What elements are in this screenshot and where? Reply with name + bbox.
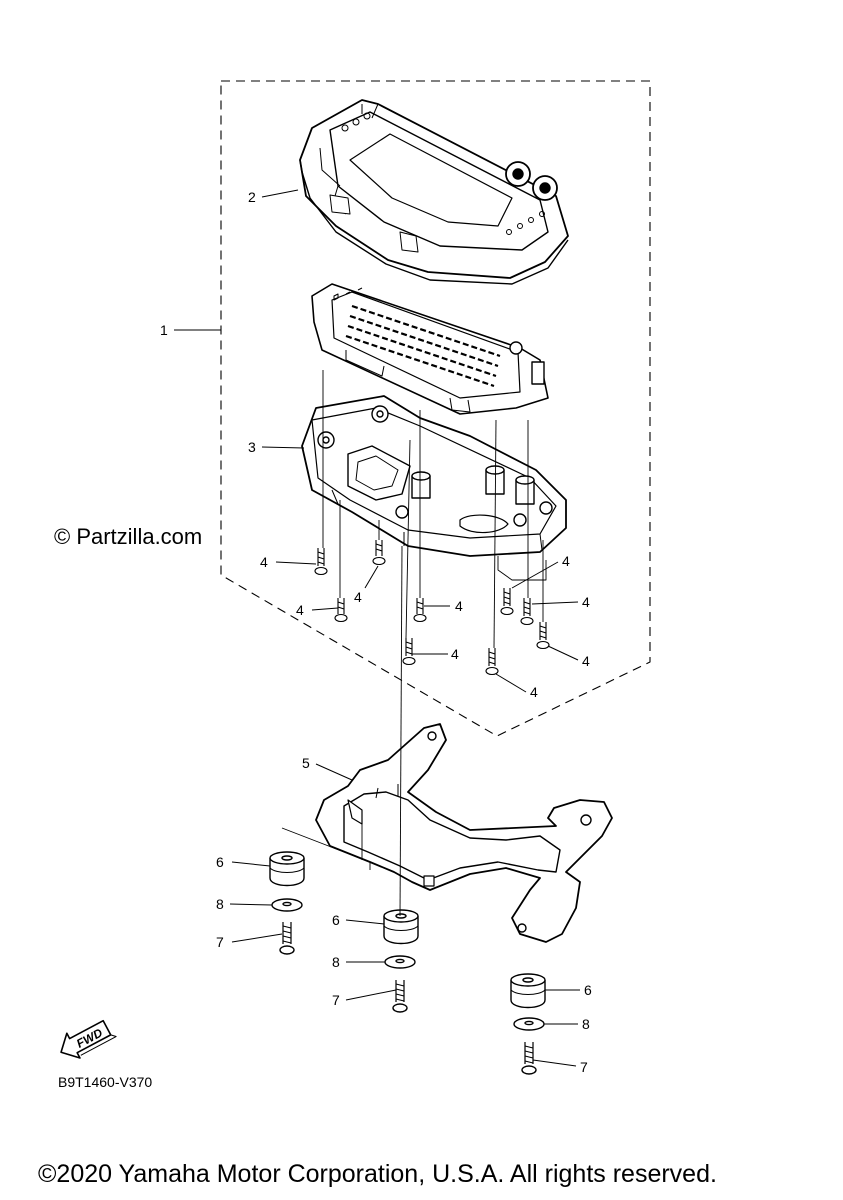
callout-4: 4 [530,684,538,700]
callout-3: 3 [248,439,256,455]
bolt-right [521,1042,537,1075]
callout-4: 4 [296,602,304,618]
collar-left [271,898,303,912]
callout-4: 4 [562,553,570,569]
callout-labels: 1 2 3 4 4 4 4 4 4 4 4 4 5 6 8 7 6 8 7 6 … [160,189,592,1075]
meter-lower-case [301,395,567,557]
leader-lines [174,189,580,1067]
collar-right [513,1017,545,1031]
callout-7: 7 [332,992,340,1008]
meter-bracket [315,723,613,943]
screw [485,648,499,676]
callout-6: 6 [216,854,224,870]
callout-4: 4 [354,589,362,605]
assembly-boundary [220,80,651,737]
meter-cover [299,99,569,285]
screw [413,598,427,623]
callout-8: 8 [582,1016,590,1032]
callout-8: 8 [216,896,224,912]
screw [402,638,416,666]
callout-7: 7 [216,934,224,950]
fwd-arrow: FWD [60,1019,117,1059]
screws [314,540,550,676]
callout-7: 7 [580,1059,588,1075]
alignment-lines [281,370,547,917]
grommet-center [383,909,419,945]
callout-6: 6 [332,912,340,928]
callout-6: 6 [584,982,592,998]
watermark: © Partzilla.com [54,524,203,549]
callout-5: 5 [302,755,310,771]
diagram-code: B9T1460-V370 [58,1074,153,1090]
screw [334,598,348,623]
callout-8: 8 [332,954,340,970]
callout-4: 4 [260,554,268,570]
screw [520,598,534,626]
bolt-left [279,922,295,955]
collar-center [384,955,416,969]
screw [372,540,386,566]
copyright-notice: ©2020 Yamaha Motor Corporation, U.S.A. A… [38,1160,717,1188]
callout-4: 4 [582,653,590,669]
callout-4: 4 [582,594,590,610]
screw [500,588,514,616]
grommet-right [510,973,546,1009]
grommet-left [269,851,305,887]
bolt-center [392,980,408,1013]
callout-4: 4 [451,646,459,662]
screw [536,622,550,650]
callout-2: 2 [248,189,256,205]
lcd-module [311,283,549,415]
screw [314,548,328,576]
callout-4: 4 [455,598,463,614]
callout-1: 1 [160,322,168,338]
